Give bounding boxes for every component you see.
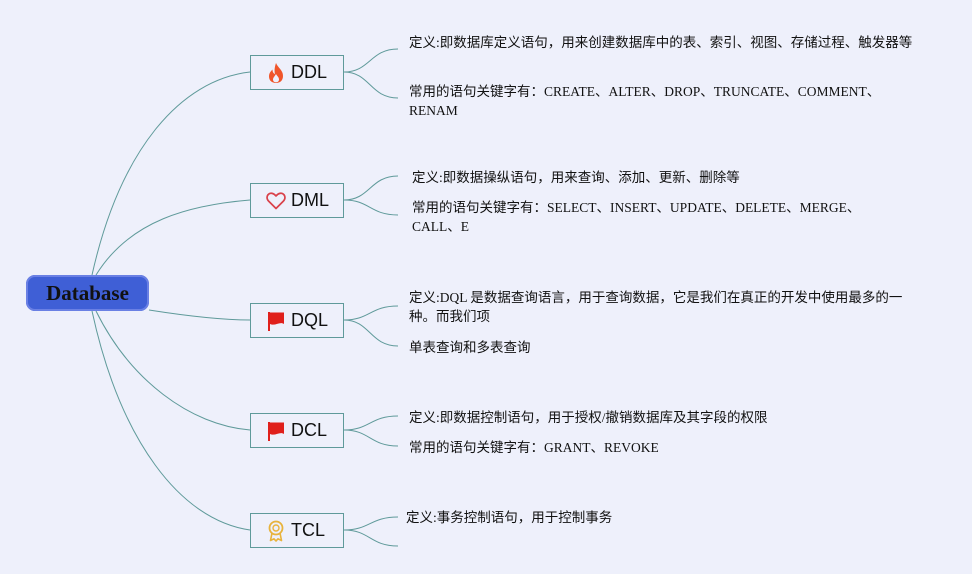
leaf-tcl-definition: 定义:事务控制语句，用于控制事务	[406, 510, 613, 525]
branch-label-dcl: DCL	[291, 420, 328, 440]
root-label: Database	[46, 280, 129, 305]
connector-root-tcl	[91, 310, 251, 531]
leaf-dcl-keywords: 常用的语句关键字有：GRANT、REVOKE	[409, 440, 659, 455]
connector-dcl-leaf-1	[343, 415, 399, 431]
red-flag-icon	[268, 421, 284, 441]
heart-icon	[266, 191, 286, 209]
connector-root-ddl	[91, 71, 251, 276]
red-flag-icon	[268, 311, 284, 331]
branch-label-tcl: TCL	[291, 520, 326, 540]
connector-root-dml	[95, 199, 251, 276]
connector-root-dql	[148, 309, 251, 321]
branch-label-dml: DML	[291, 190, 330, 210]
connector-dql-leaf-1	[343, 305, 399, 321]
leaf-dml-keywords: 常用的语句关键字有：SELECT、INSERT、UPDATE、DELETE、ME…	[412, 200, 861, 234]
connector-ddl-leaf-2	[343, 71, 399, 99]
branch-node-tcl[interactable]: TCL	[250, 513, 344, 548]
connector-ddl-leaf-1	[343, 48, 399, 73]
branch-node-dcl[interactable]: DCL	[250, 413, 344, 448]
connector-dcl-leaf-2	[343, 429, 399, 447]
leaf-ddl-keywords: 常用的语句关键字有：CREATE、ALTER、DROP、TRUNCATE、COM…	[409, 84, 881, 118]
fire-icon	[269, 62, 283, 83]
connector-tcl-leaf-1	[343, 516, 399, 531]
root-node[interactable]: Database	[26, 275, 149, 311]
branch-node-dml[interactable]: DML	[250, 183, 344, 218]
connector-dql-leaf-2	[343, 319, 399, 347]
leaf-dml-definition: 定义:即数据操纵语句，用来查询、添加、更新、删除等	[412, 170, 740, 185]
branch-node-dql[interactable]: DQL	[250, 303, 344, 338]
award-icon	[268, 520, 284, 542]
leaf-dql-definition: 定义:DQL 是数据查询语言，用于查询数据，它是我们在真正的开发中使用最多的一种…	[409, 290, 903, 324]
connector-root-dcl	[95, 310, 251, 431]
branch-label-dql: DQL	[291, 310, 329, 330]
leaf-dql-queries: 单表查询和多表查询	[409, 340, 531, 355]
branch-label-ddl: DDL	[291, 62, 328, 82]
leaf-ddl-definition: 定义:即数据库定义语句，用来创建数据库中的表、索引、视图、存储过程、触发器等	[409, 35, 913, 50]
connector-dml-leaf-1	[343, 175, 399, 201]
leaf-dcl-definition: 定义:即数据控制语句，用于授权/撤销数据库及其字段的权限	[409, 410, 768, 425]
branch-node-ddl[interactable]: DDL	[250, 55, 344, 90]
connector-tcl-leaf-2	[343, 529, 399, 547]
connector-dml-leaf-2	[343, 199, 399, 216]
